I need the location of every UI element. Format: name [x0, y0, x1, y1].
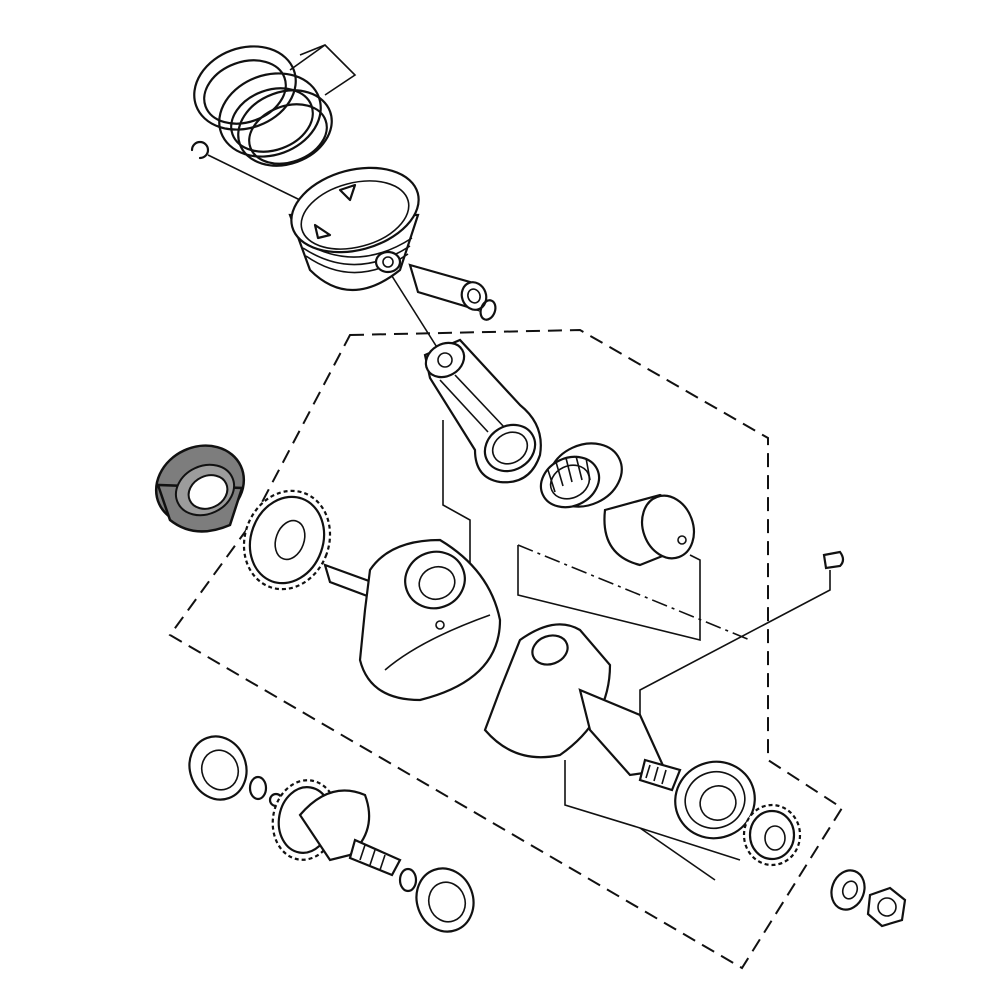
crankshaft-right-half[interactable] — [483, 623, 682, 792]
drive-gear[interactable] — [230, 479, 343, 602]
crankshaft-assembly[interactable] — [181, 728, 483, 939]
woodruff-key[interactable] — [822, 550, 845, 570]
needle-bearing[interactable] — [533, 432, 632, 518]
connecting-rod[interactable] — [420, 336, 544, 484]
washer[interactable] — [826, 866, 870, 915]
piston-pin[interactable] — [408, 263, 490, 313]
crank-pin[interactable] — [603, 488, 702, 567]
timing-gear[interactable] — [742, 803, 802, 867]
crankshaft-left-half[interactable] — [323, 538, 502, 702]
crank-bearing-highlighted[interactable] — [143, 432, 257, 539]
piston-pin-clip-upper[interactable] — [190, 140, 210, 160]
piston-pin-clip-lower[interactable] — [478, 298, 498, 322]
leader-lines — [207, 44, 831, 881]
nut[interactable] — [866, 886, 907, 928]
crankshaft-bearing-right[interactable] — [664, 751, 765, 850]
piston-rings[interactable] — [182, 33, 342, 179]
piston[interactable] — [282, 155, 428, 291]
